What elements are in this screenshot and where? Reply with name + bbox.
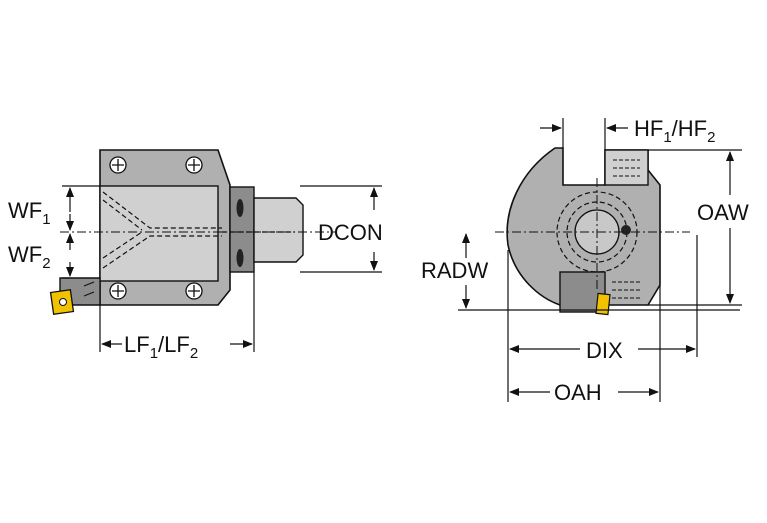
front-cutting-insert — [595, 292, 611, 316]
screw-icon — [109, 156, 127, 174]
insert-screw — [59, 298, 67, 306]
front-top-block-detail — [613, 159, 640, 177]
side-view: DCON WF1 WF2 LF1/LF2 — [8, 149, 383, 362]
oaw-label: OAW — [697, 200, 749, 225]
coolant-hole-icon — [621, 225, 631, 235]
holder-face — [99, 185, 219, 282]
screw-icon — [109, 282, 127, 300]
front-view: HF1/HF2 OAW RADW DIX OAH — [421, 116, 749, 405]
coupling-shank — [253, 197, 304, 263]
radw-label: RADW — [421, 258, 488, 283]
hf-label: HF1/HF2 — [634, 116, 715, 146]
collar-slot-top — [236, 199, 244, 217]
screw-icon — [185, 156, 203, 174]
collar-slot-bottom — [236, 249, 244, 267]
dcon-label: DCON — [318, 220, 383, 245]
wf1-label: WF1 — [8, 198, 51, 228]
dix-label: DIX — [586, 338, 623, 363]
oah-label: OAH — [554, 380, 602, 405]
pocket-detail — [83, 281, 95, 297]
wf2-label: WF2 — [8, 242, 51, 272]
lf-label: LF1/LF2 — [124, 332, 198, 362]
screw-icon — [185, 282, 203, 300]
front-insert-detail — [612, 281, 640, 299]
